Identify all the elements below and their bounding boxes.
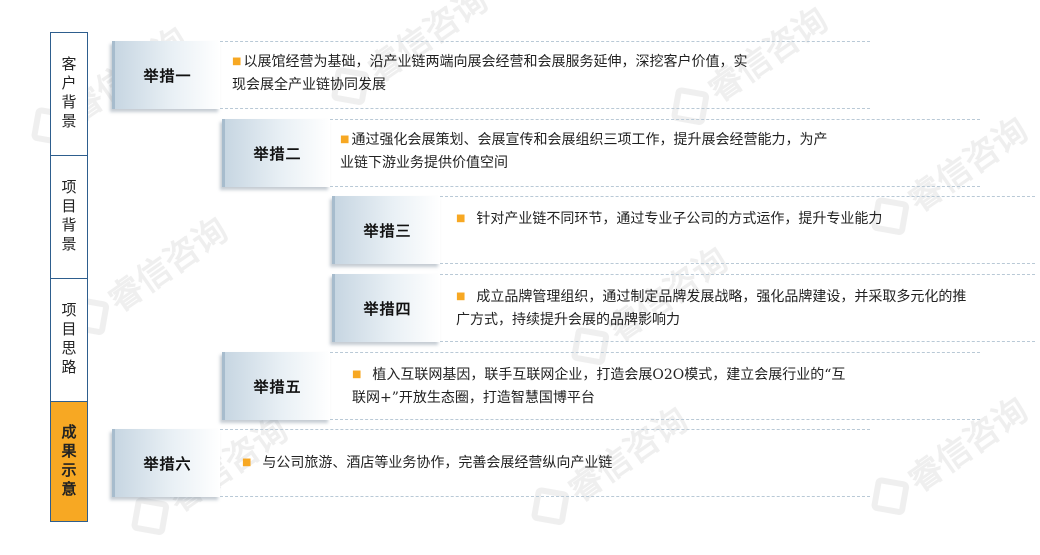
bullet-icon: ■: [456, 291, 466, 302]
bullet-icon: ■: [242, 457, 252, 468]
measure-label: 举措四: [332, 274, 440, 342]
measure-text: ■ 植入互联网基因，联手互联网企业，打造会展O2O模式，建立会展行业的“互联网+…: [352, 367, 846, 406]
bullet-icon: ■: [456, 213, 466, 224]
watermark-logo-icon: [130, 496, 170, 536]
divider-top: [220, 429, 870, 430]
section-nav: 客户背景 项目背景 项目思路 成果示意: [50, 32, 88, 522]
measure-label: 举措五: [222, 352, 330, 420]
divider-top: [440, 274, 1035, 275]
bullet-icon: ■: [352, 369, 362, 380]
measure-label: 举措二: [222, 119, 330, 187]
measure-label: 举措三: [332, 196, 440, 264]
measure-text: ■以展馆经营为基础，沿产业链两端向展会经营和会展服务延伸，深挖客户价值，实现会展…: [232, 54, 748, 93]
nav-item-results[interactable]: 成果示意: [51, 402, 87, 521]
divider-top: [330, 352, 980, 353]
bullet-icon: ■: [340, 134, 350, 145]
measure-text: ■通过强化会展策划、会展宣传和会展组织三项工作，提升展会经营能力，为产业链下游业…: [340, 132, 828, 171]
divider-bottom: [440, 263, 1035, 264]
measure-label: 举措一: [112, 41, 220, 109]
divider-bottom: [330, 419, 980, 420]
nav-item-client-background[interactable]: 客户背景: [51, 33, 87, 156]
divider-bottom: [440, 341, 1035, 342]
divider-bottom: [330, 186, 980, 187]
divider-top: [440, 196, 1035, 197]
bullet-icon: ■: [232, 56, 242, 67]
divider-bottom: [220, 108, 870, 109]
measure-text: ■ 针对产业链不同环节，通过专业子公司的方式运作，提升专业能力: [456, 211, 883, 227]
watermark-logo-icon: [570, 326, 610, 366]
watermark: 睿信咨询: [62, 203, 236, 345]
divider-top: [330, 119, 980, 120]
divider-top: [220, 41, 870, 42]
watermark: 睿信咨询: [862, 383, 1036, 525]
nav-item-project-background[interactable]: 项目背景: [51, 156, 87, 279]
divider-bottom: [220, 496, 870, 497]
nav-item-project-approach[interactable]: 项目思路: [51, 279, 87, 402]
watermark-logo-icon: [530, 486, 570, 526]
measure-text: ■ 与公司旅游、酒店等业务协作，完善会展经营纵向产业链: [242, 455, 613, 471]
watermark-logo-icon: [870, 476, 910, 516]
measure-label: 举措六: [112, 429, 220, 497]
measure-text: ■ 成立品牌管理组织，通过制定品牌发展战略，强化品牌建设，并采取多元化的推广方式…: [456, 289, 967, 328]
